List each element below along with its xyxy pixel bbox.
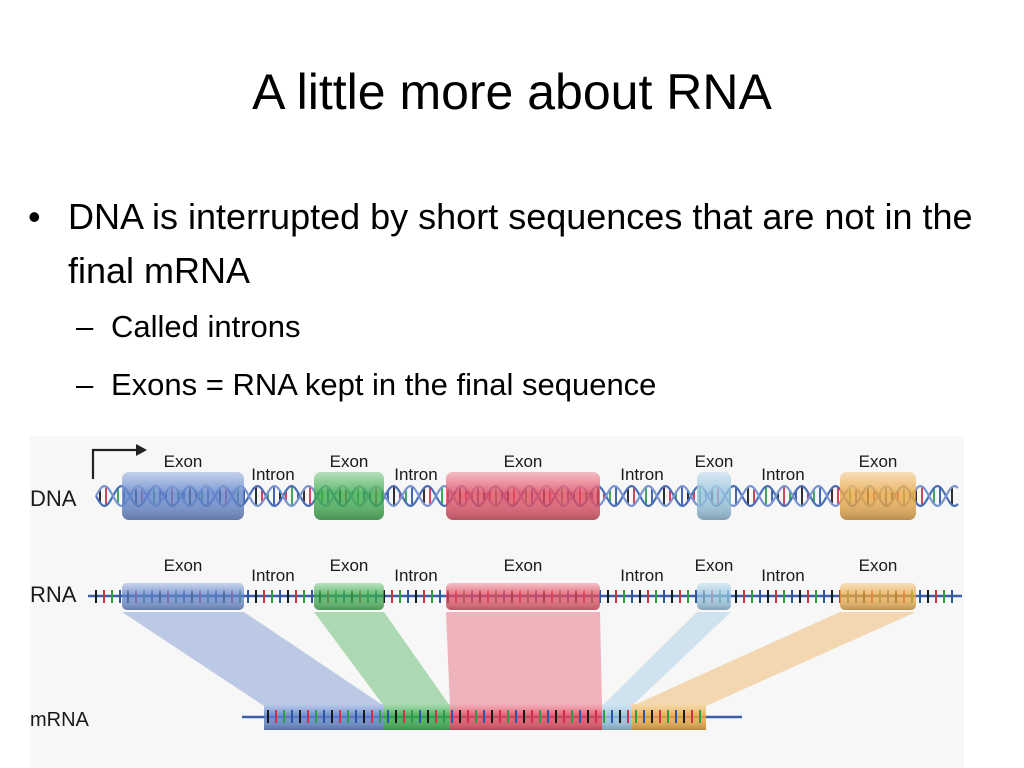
mrna-row: [264, 704, 706, 730]
intron-label: Intron: [761, 465, 804, 484]
exon-label: Exon: [695, 452, 734, 471]
intron-label: Intron: [761, 566, 804, 585]
rna-exon-shading: [446, 583, 600, 610]
splice-funnels: [122, 612, 916, 706]
intron-label: Intron: [394, 465, 437, 484]
exon-label: Exon: [695, 556, 734, 575]
intron-label: Intron: [620, 465, 663, 484]
rna-exon-shading: [697, 583, 731, 610]
splice-funnel: [632, 612, 916, 706]
intron-label: Intron: [620, 566, 663, 585]
row-label-dna: DNA: [30, 486, 77, 511]
intron-label: Intron: [394, 566, 437, 585]
exon-label: Exon: [504, 452, 543, 471]
exon-label: Exon: [164, 452, 203, 471]
intron-label: Intron: [251, 566, 294, 585]
exon-label: Exon: [164, 556, 203, 575]
dna-exon-shading: [314, 472, 384, 520]
splice-funnel: [446, 612, 602, 706]
exon-label: Exon: [330, 556, 369, 575]
dash-icon: –: [76, 309, 94, 344]
intron-label: Intron: [251, 465, 294, 484]
arrow-head-icon: [136, 444, 147, 456]
slide-title: A little more about RNA: [252, 64, 772, 120]
exon-label: Exon: [504, 556, 543, 575]
dna-exon-shading: [122, 472, 244, 520]
rna-exon-shading: [840, 583, 916, 610]
exon-label: Exon: [859, 452, 898, 471]
sub-bullet-item: – Called introns: [28, 298, 988, 356]
splice-funnel: [314, 612, 450, 706]
exon-label: Exon: [330, 452, 369, 471]
bullet-text: DNA is interrupted by short sequences th…: [68, 196, 973, 291]
dna-exon-shading: [840, 472, 916, 520]
exon-label: Exon: [859, 556, 898, 575]
bullet-dot-icon: •: [28, 196, 41, 237]
bullet-item: • DNA is interrupted by short sequences …: [28, 190, 988, 298]
dash-icon: –: [76, 367, 94, 402]
row-label-rna: RNA: [30, 582, 77, 607]
dna-exon-shading: [697, 472, 731, 520]
sub-bullet-item: – Exons = RNA kept in the final sequence: [28, 356, 988, 414]
dna-exon-shading: [446, 472, 600, 520]
mrna-exon-shading: [384, 704, 450, 730]
rna-exon-shading: [314, 583, 384, 610]
splice-funnel: [602, 612, 731, 706]
row-label-mrna: mRNA: [30, 709, 90, 731]
sub-bullet-text: Called introns: [111, 309, 301, 344]
sub-bullet-text: Exons = RNA kept in the final sequence: [111, 367, 657, 402]
splice-funnel: [122, 612, 384, 706]
rna-exon-shading: [122, 583, 244, 610]
bullet-list: • DNA is interrupted by short sequences …: [28, 190, 988, 414]
transcription-start-arrow-icon: [91, 448, 138, 479]
